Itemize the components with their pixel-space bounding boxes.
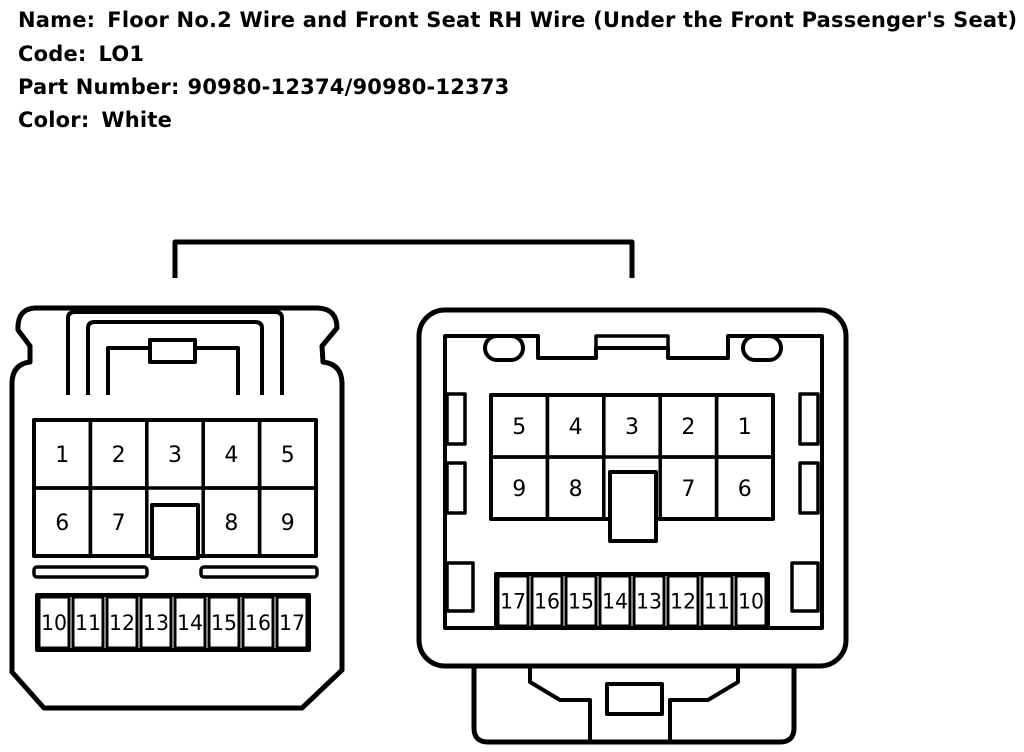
pin-number: 10 [738, 590, 764, 614]
left-connector-housing [9, 305, 345, 711]
right-connector-side-tab [445, 392, 467, 446]
right-connector-side-tab [790, 561, 820, 613]
pin-number: 5 [512, 415, 526, 440]
pin-number: 12 [109, 611, 135, 635]
pin-cavity [714, 455, 775, 521]
color-line: Color: White [18, 106, 172, 134]
code-label: Code: [18, 42, 87, 66]
pin-number: 5 [281, 443, 295, 468]
pin-number: 1 [738, 415, 752, 440]
pin-cavity [545, 455, 606, 521]
right-connector-hole-left [483, 334, 525, 362]
pin-cavity-small [734, 574, 768, 628]
pin-number: 17 [279, 611, 305, 635]
pin-cavity-small [666, 574, 700, 628]
pin-number: 12 [670, 590, 696, 614]
right-connector-hole-right [741, 334, 783, 362]
pin-number: 15 [211, 611, 237, 635]
pin-number: 13 [143, 611, 169, 635]
pin-cavity-small [632, 574, 666, 628]
pin-number: 9 [281, 511, 295, 536]
pin-number: 7 [681, 477, 695, 502]
pin-number: 16 [534, 590, 560, 614]
pin-number: 6 [738, 477, 752, 502]
part-number-line: Part Number: 90980-12374/90980-12373 [18, 73, 510, 101]
pin-number: 7 [112, 511, 126, 536]
pin-cavity-small [173, 595, 207, 650]
pin-cavity-small [71, 595, 105, 650]
pin-cavity-small [598, 574, 632, 628]
left-connector-small-row-frame [35, 593, 311, 652]
left-connector-latch-inner [86, 320, 264, 395]
right-connector-side-tab [445, 461, 467, 515]
pin-number: 11 [75, 611, 101, 635]
color-value: White [101, 108, 173, 132]
pin-number: 13 [636, 590, 662, 614]
pin-cavity [88, 486, 149, 558]
connector-pair-bracket [172, 239, 635, 278]
pin-cavity-small [105, 595, 139, 650]
pin-number: 14 [602, 590, 628, 614]
pin-number: 8 [224, 511, 238, 536]
right-connector-top-lock [594, 334, 670, 350]
right-connector-bottom-latch [471, 666, 797, 745]
right-connector-side-tab [798, 392, 820, 446]
name-value: Floor No.2 Wire and Front Seat RH Wire (… [107, 8, 1018, 32]
pin-number: 3 [168, 443, 182, 468]
pin-cavity-small [139, 595, 173, 650]
part-number-value: 90980-12374/90980-12373 [187, 75, 510, 99]
right-connector-small-row-frame [494, 572, 770, 630]
name-label: Name: [18, 8, 96, 32]
pin-number: 17 [500, 590, 526, 614]
pin-number: 3 [625, 415, 639, 440]
pin-cavity-small [496, 574, 530, 628]
left-connector-slot-right [199, 565, 319, 579]
pin-cavity [257, 486, 318, 558]
pin-number: 4 [569, 415, 583, 440]
code-line: Code: LO1 [18, 40, 144, 68]
pin-cavity-small [207, 595, 241, 650]
pin-number: 9 [512, 477, 526, 502]
pin-cavity-small [37, 595, 71, 650]
right-connector-bottom-latch-inner [528, 666, 592, 740]
right-connector: 5 4 3 2 1 9 8 7 6 17 16 15 14 13 12 11 10 [416, 307, 849, 745]
pin-number: 2 [112, 443, 126, 468]
code-value: LO1 [98, 42, 145, 66]
right-connector-side-tab [798, 461, 820, 515]
right-connector-inner-wall [443, 334, 824, 630]
pin-number: 10 [41, 611, 67, 635]
left-connector-latch-step [106, 338, 240, 395]
pin-number: 4 [224, 443, 238, 468]
pin-number: 1 [55, 443, 69, 468]
color-label: Color: [18, 108, 90, 132]
name-line: Name: Floor No.2 Wire and Front Seat RH W… [18, 6, 1017, 34]
left-connector-slot-left [32, 565, 149, 579]
pin-cavity-small [700, 574, 734, 628]
right-connector-key [608, 470, 658, 543]
pin-cavity-small [564, 574, 598, 628]
pin-number: 11 [704, 590, 730, 614]
part-number-label: Part Number: [18, 75, 180, 99]
right-connector-bottom-latch-inner-r [668, 666, 740, 740]
pin-number: 15 [568, 590, 594, 614]
left-connector-key [150, 503, 200, 560]
pin-cavity-small [530, 574, 564, 628]
right-connector-bottom-tab [605, 682, 664, 716]
pin-cavity-small [275, 595, 309, 650]
right-connector-side-tab [445, 561, 475, 613]
pin-cavity-small [241, 595, 275, 650]
pin-number: 8 [569, 477, 583, 502]
left-connector-latch-outer [66, 310, 284, 395]
pin-number: 14 [177, 611, 203, 635]
pin-number: 6 [55, 511, 69, 536]
pin-number: 2 [681, 415, 695, 440]
left-connector-latch-tab [148, 338, 197, 364]
pin-number: 16 [245, 611, 271, 635]
